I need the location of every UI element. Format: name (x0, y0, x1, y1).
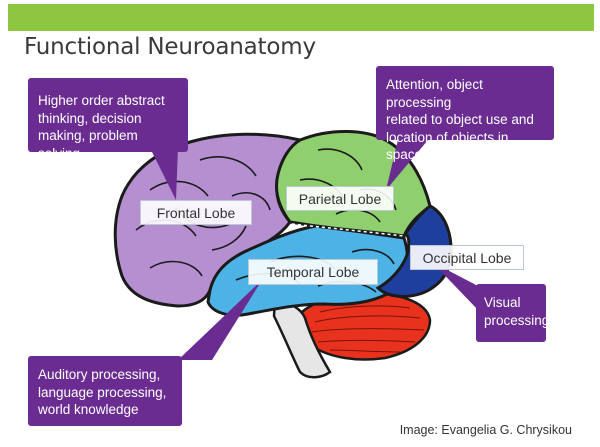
occipital-pointer (432, 262, 478, 310)
frontal-lobe-label: Frontal Lobe (140, 200, 252, 225)
frontal-pointer (150, 148, 178, 200)
accent-bar-fill (8, 4, 594, 31)
brain-stem (272, 296, 332, 379)
occipital-callout: Visual processing (476, 284, 549, 342)
callout-pointers (150, 140, 478, 360)
frontal-callout: Higher order abstract thinking, decision… (28, 78, 188, 161)
slide-title: Functional Neuroanatomy (24, 34, 316, 60)
top-accent-bar (0, 0, 600, 31)
parietal-callout: Attention, object processing related to … (376, 66, 554, 162)
parietal-lobe-label: Parietal Lobe (286, 186, 394, 211)
temporal-callout: Auditory processing, language processing… (28, 356, 182, 426)
parietal-pointer (386, 140, 428, 190)
occipital-lobe-label: Occipital Lobe (410, 245, 524, 270)
image-credit: Image: Evangelia G. Chrysikou (399, 423, 572, 437)
lobe-boundary (291, 223, 405, 237)
temporal-pointer (178, 280, 262, 360)
temporal-lobe-label: Temporal Lobe (248, 259, 378, 285)
